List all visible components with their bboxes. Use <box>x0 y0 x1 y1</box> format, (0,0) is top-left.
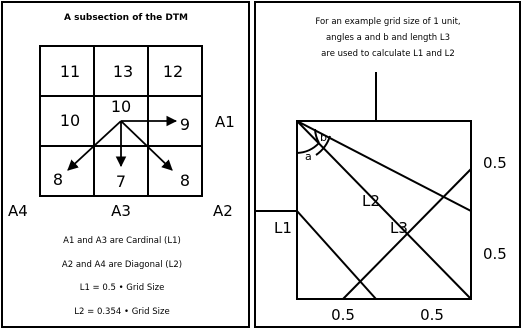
line-l2 <box>296 120 472 212</box>
cell-r3c2: 7 <box>116 172 126 191</box>
left-panel-frame <box>1 1 250 328</box>
note-cardinal: A1 and A3 are Cardinal (L1) <box>63 236 181 246</box>
arrow-a4 <box>67 120 122 171</box>
direction-label-a4: A4 <box>8 202 28 220</box>
line-l1 <box>296 210 377 300</box>
cell-r2c1: 10 <box>60 111 80 130</box>
right-panel-frame <box>254 1 521 328</box>
angle-arc-b <box>314 128 320 144</box>
length-label-l1: L1 <box>274 219 292 237</box>
cell-r2c3: 9 <box>180 115 190 134</box>
arrow-a2 <box>120 120 173 171</box>
note-l1-formula: L1 = 0.5 • Grid Size <box>80 283 165 293</box>
length-label-l2: L2 <box>362 192 380 210</box>
right-tick-upper: 0.5 <box>483 154 507 172</box>
cell-r3c3: 8 <box>180 171 190 190</box>
bottom-tick-right: 0.5 <box>420 306 444 324</box>
length-label-l3: L3 <box>390 219 408 237</box>
note-l2-formula: L2 = 0.354 • Grid Size <box>74 307 169 317</box>
cell-r1c1: 11 <box>60 62 80 81</box>
cell-r2c2: 10 <box>111 97 131 116</box>
geometry-figure <box>256 72 472 300</box>
line-l3-cross <box>342 168 472 300</box>
left-panel-title: A subsection of the DTM <box>64 13 188 23</box>
note-diagonal: A2 and A4 are Diagonal (L2) <box>62 260 182 270</box>
caption-line-1: For an example grid size of 1 unit, <box>315 17 460 27</box>
line-l3 <box>296 120 472 300</box>
bottom-tick-left: 0.5 <box>331 306 355 324</box>
caption-line-2: angles a and b and length L3 <box>326 33 450 43</box>
angle-arc-b-inner <box>315 135 331 156</box>
direction-label-a3: A3 <box>111 202 131 220</box>
angle-label-b: b <box>320 131 327 144</box>
cell-r1c2: 13 <box>113 62 133 81</box>
direction-label-a2: A2 <box>213 202 233 220</box>
flow-arrows <box>67 115 178 171</box>
angle-label-a: a <box>305 150 312 163</box>
cell-r1c3: 12 <box>163 62 183 81</box>
caption-line-3: are used to calculate L1 and L2 <box>321 49 455 59</box>
cell-r3c1: 8 <box>53 170 63 189</box>
direction-label-a1: A1 <box>215 113 235 131</box>
angle-arc-a <box>296 142 320 154</box>
right-tick-lower: 0.5 <box>483 245 507 263</box>
